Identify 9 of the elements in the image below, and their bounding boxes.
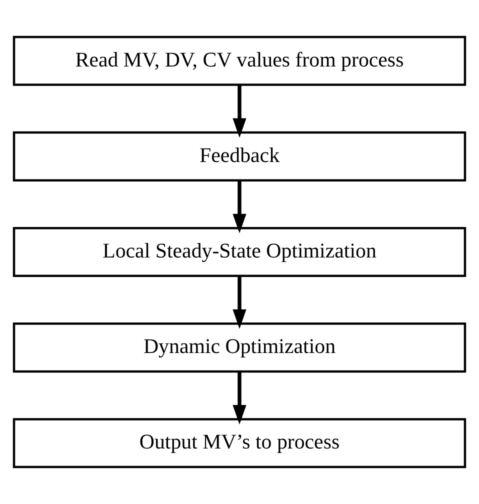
arrow: [232, 276, 246, 329]
node-box: Local Steady-State Optimization: [12, 227, 466, 277]
arrow: [232, 84, 246, 138]
node-box: Output MV’s to process: [12, 418, 466, 468]
node-box: Feedback: [12, 131, 466, 182]
node-box: Dynamic Optimization: [12, 322, 466, 373]
node-box: Read MV, DV, CV values from process: [12, 36, 466, 86]
arrow: [232, 180, 246, 234]
arrow: [232, 371, 246, 424]
